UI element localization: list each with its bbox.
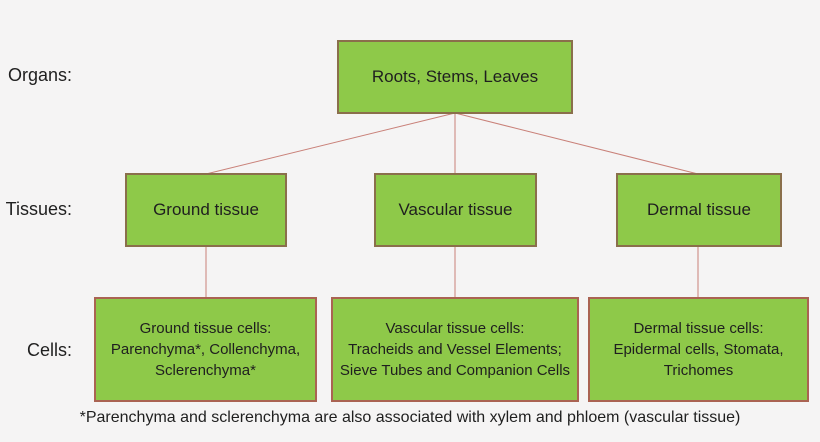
ground-tissue-label: Ground tissue [153,200,259,219]
dermal-cells-line-3: Trichomes [663,362,734,379]
vascular-tissue-label: Vascular tissue [398,200,513,219]
row-label-cells: Cells: [26,340,72,360]
vascular-tissue-box: Vascular tissue [374,173,537,247]
organs-box-label: Roots, Stems, Leaves [371,67,539,86]
connector-organs-to-dermal [454,112,699,175]
ground-cells-line-3: Sclerenchyma* [155,362,256,379]
ground-cells-line-1: Ground tissue cells: [139,320,272,337]
ground-tissue-box: Ground tissue [125,173,287,247]
dermal-cells-line-2: Epidermal cells, Stomata, [613,341,784,358]
ground-tissue-cells-box: Ground tissue cells: Parenchyma*, Collen… [94,297,317,402]
dermal-tissue-label: Dermal tissue [647,200,751,219]
vascular-cells-line-1: Vascular tissue cells: [385,320,525,337]
vascular-cells-line-3: Sieve Tubes and Companion Cells [339,362,571,379]
vascular-tissue-cells-box: Vascular tissue cells: Tracheids and Ves… [331,297,579,402]
organs-box: Roots, Stems, Leaves [337,40,573,114]
dermal-tissue-box: Dermal tissue [616,173,782,247]
vascular-cells-line-2: Tracheids and Vessel Elements; [348,341,562,358]
ground-cells-line-2: Parenchyma*, Collenchyma, [110,341,301,358]
footnote: *Parenchyma and sclerenchyma are also as… [79,409,741,426]
connector-organs-to-ground [205,112,456,175]
dermal-cells-line-1: Dermal tissue cells: [633,320,764,337]
row-label-tissues: Tissues: [5,199,72,219]
row-label-organs: Organs: [7,65,72,85]
dermal-tissue-cells-box: Dermal tissue cells: Epidermal cells, St… [588,297,809,402]
